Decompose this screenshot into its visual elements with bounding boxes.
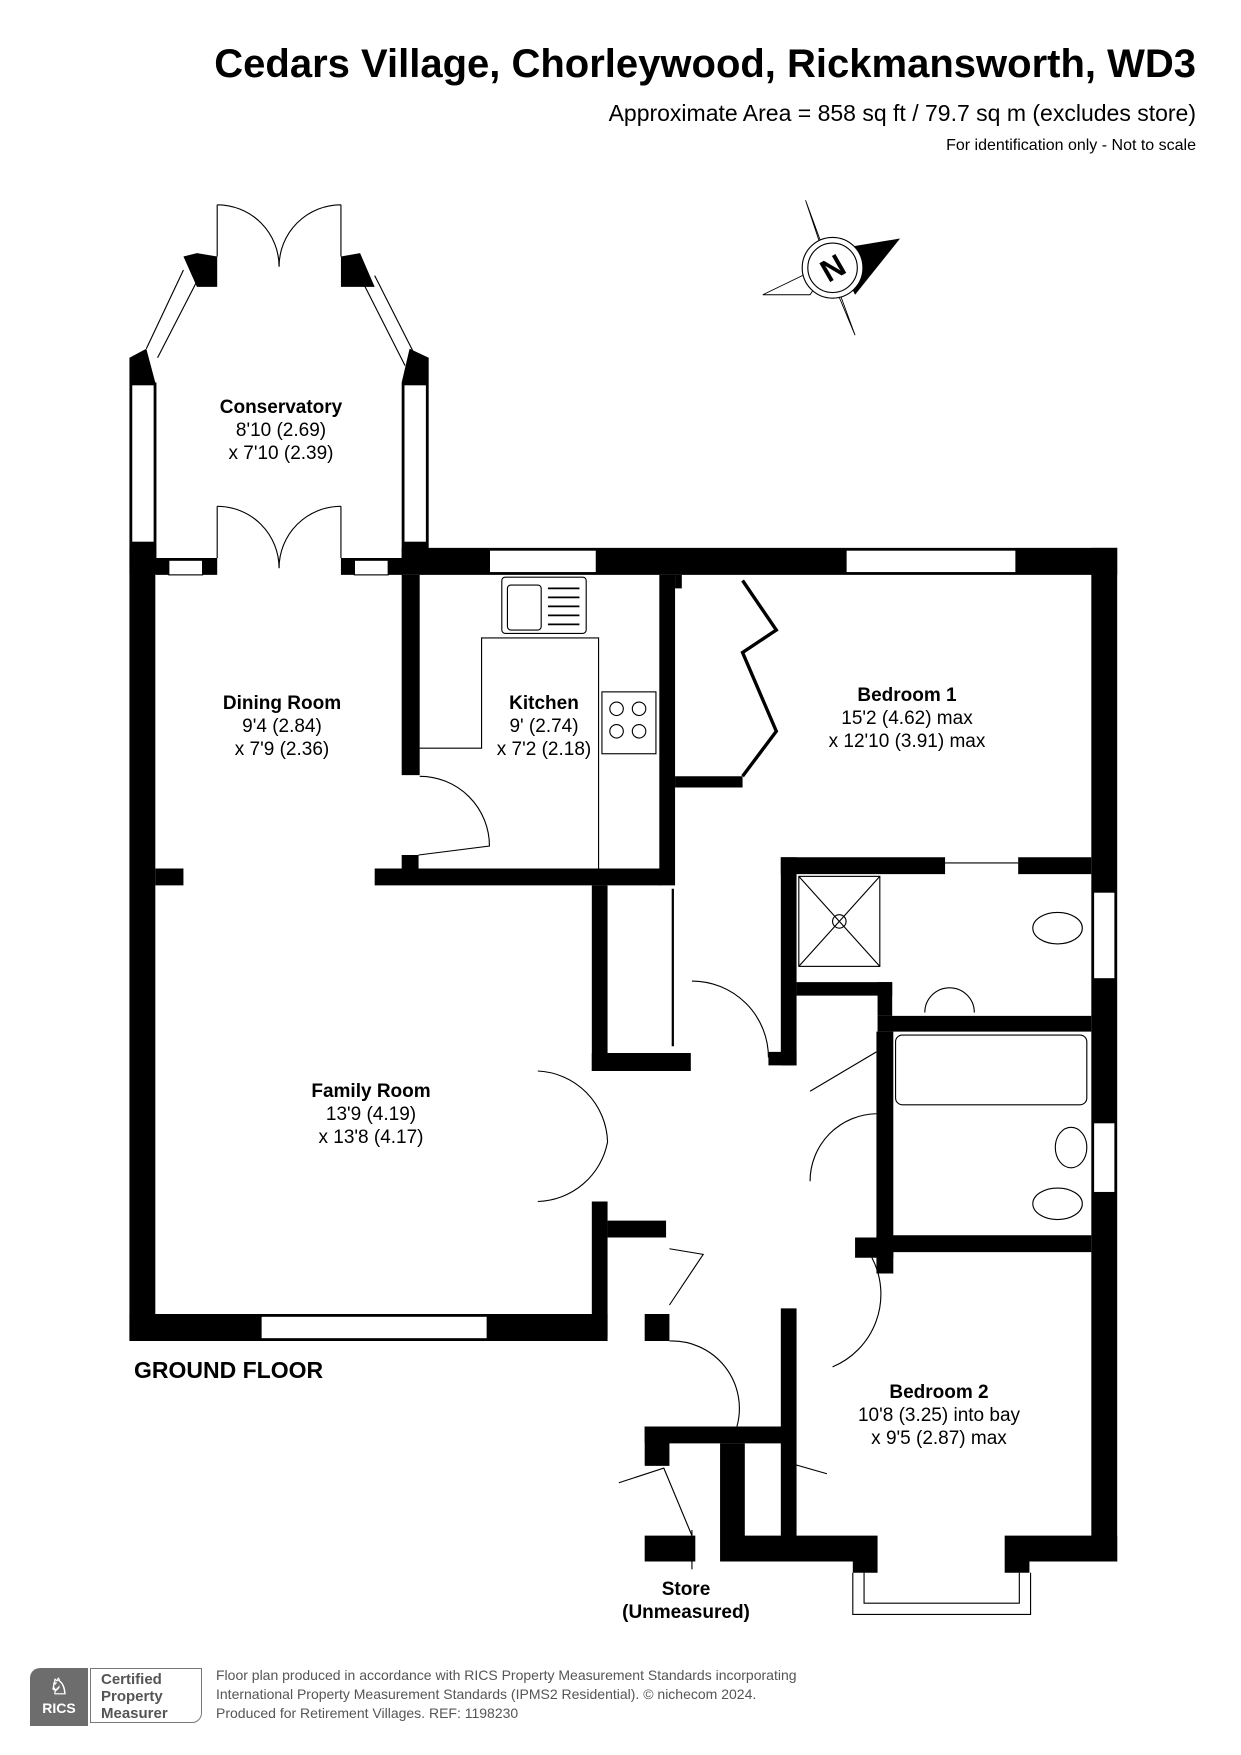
floor-label: GROUND FLOOR [134, 1357, 324, 1383]
footer-line-2: International Property Measurement Stand… [216, 1686, 757, 1702]
windows [131, 269, 1116, 1615]
compass-icon: N [762, 200, 901, 336]
sink-drainer [547, 587, 580, 626]
property-title: Cedars Village, Chorleywood, Rickmanswor… [214, 42, 1196, 86]
fixtures [419, 576, 1088, 1570]
scale-note: For identification only - Not to scale [946, 137, 1196, 154]
footer-line-3: Produced for Retirement Villages. REF: 1… [216, 1705, 519, 1721]
rics-logo: ♘RICS [30, 1668, 88, 1726]
footer-text: Floor plan produced in accordance with R… [216, 1666, 797, 1723]
area-summary: Approximate Area = 858 sq ft / 79.7 sq m… [608, 100, 1196, 126]
room-store: Store(Unmeasured) [622, 1579, 750, 1623]
footer-line-1: Floor plan produced in accordance with R… [216, 1667, 797, 1683]
doors [216, 204, 1019, 1536]
